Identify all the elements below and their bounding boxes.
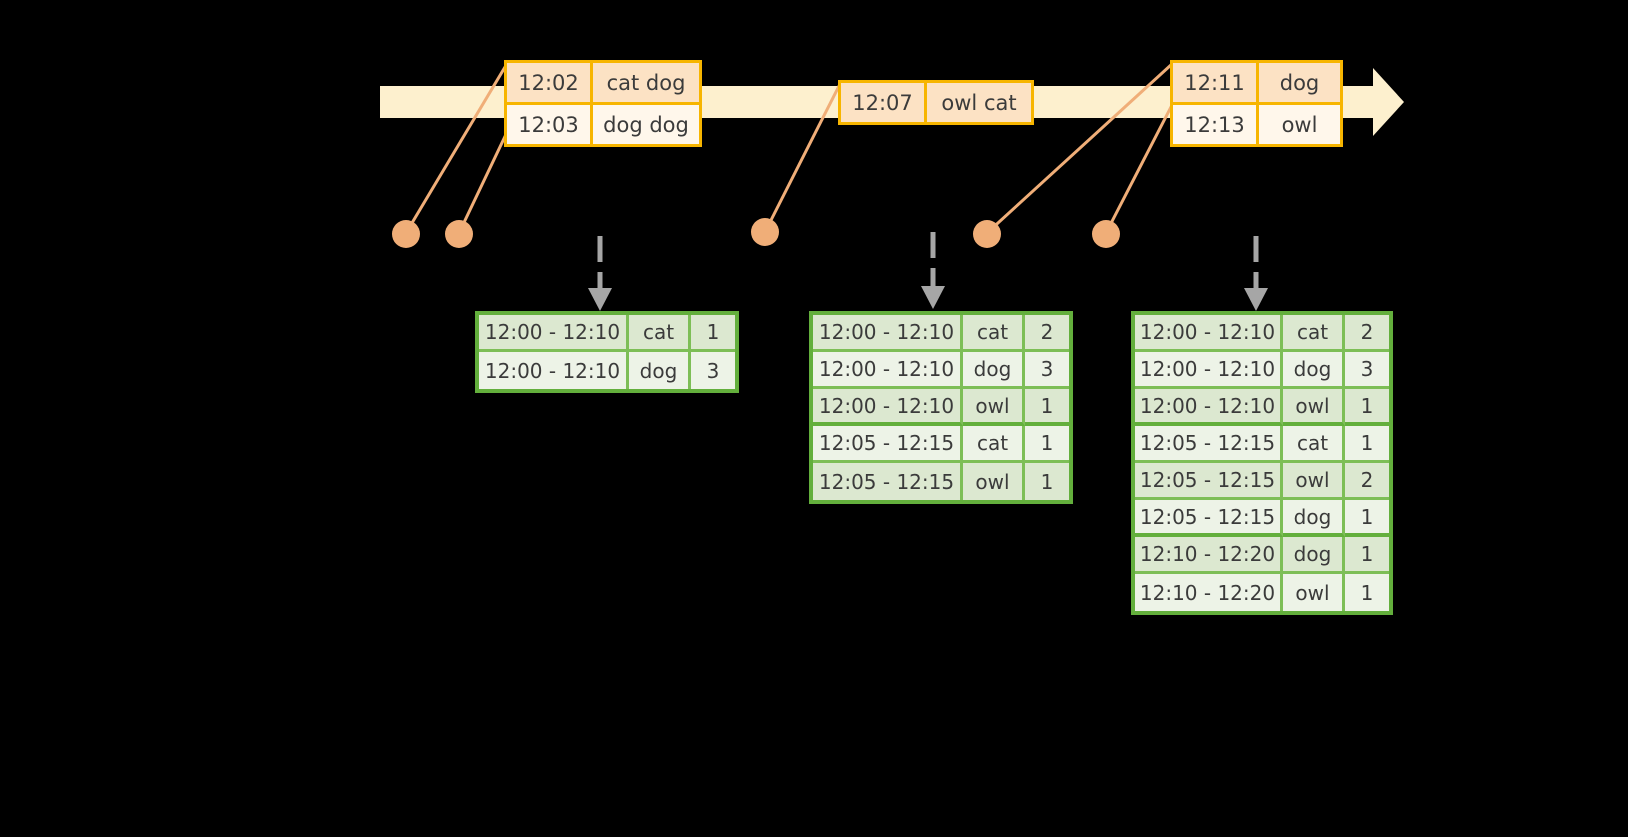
window-cell: 12:05 - 12:15 — [1135, 500, 1283, 537]
count-cell: 1 — [1345, 500, 1389, 537]
event-time: 12:11 — [1173, 63, 1259, 102]
flow-arrow-1 — [588, 236, 612, 311]
event-time: 12:03 — [507, 105, 593, 144]
count-cell: 2 — [1345, 463, 1389, 500]
key-cell: owl — [963, 389, 1025, 426]
table-row[interactable]: 12:00 - 12:10 cat 2 — [813, 315, 1069, 352]
count-cell: 2 — [1025, 315, 1069, 352]
event-value: dog — [1259, 63, 1340, 102]
result-table-3[interactable]: 12:00 - 12:10 cat 2 12:00 - 12:10 dog 3 … — [1131, 311, 1393, 615]
window-cell: 12:00 - 12:10 — [479, 315, 629, 352]
event-time: 12:07 — [841, 83, 927, 122]
key-cell: owl — [1283, 463, 1345, 500]
key-cell: cat — [629, 315, 691, 352]
result-table-2[interactable]: 12:00 - 12:10 cat 2 12:00 - 12:10 dog 3 … — [809, 311, 1073, 504]
key-cell: owl — [963, 463, 1025, 500]
key-cell: cat — [1283, 426, 1345, 463]
event-group-3[interactable]: 12:11 dog 12:13 owl — [1170, 60, 1343, 147]
event-row[interactable]: 12:11 dog — [1173, 63, 1340, 102]
table-row[interactable]: 12:00 - 12:10 dog 3 — [1135, 352, 1389, 389]
event-dot-2 — [445, 220, 473, 248]
table-row[interactable]: 12:00 - 12:10 dog 3 — [479, 352, 735, 389]
key-cell: dog — [1283, 352, 1345, 389]
table-row[interactable]: 12:05 - 12:15 cat 1 — [1135, 426, 1389, 463]
event-value: dog dog — [593, 105, 699, 144]
event-dot-5 — [1092, 220, 1120, 248]
window-cell: 12:10 - 12:20 — [1135, 574, 1283, 611]
leader-line-5 — [1104, 104, 1174, 234]
key-cell: dog — [1283, 500, 1345, 537]
event-dot-4 — [973, 220, 1001, 248]
window-cell: 12:05 - 12:15 — [813, 426, 963, 463]
result-table-1[interactable]: 12:00 - 12:10 cat 1 12:00 - 12:10 dog 3 — [475, 311, 739, 393]
count-cell: 1 — [1025, 463, 1069, 500]
flow-arrow-2 — [921, 232, 945, 309]
table-row[interactable]: 12:00 - 12:10 dog 3 — [813, 352, 1069, 389]
event-dot-3 — [751, 218, 779, 246]
window-cell: 12:00 - 12:10 — [1135, 352, 1283, 389]
window-cell: 12:00 - 12:10 — [813, 389, 963, 426]
event-time: 12:02 — [507, 63, 593, 102]
flow-arrow-3 — [1244, 236, 1268, 311]
event-row[interactable]: 12:02 cat dog — [507, 63, 699, 102]
table-row[interactable]: 12:05 - 12:15 dog 1 — [1135, 500, 1389, 537]
window-cell: 12:05 - 12:15 — [813, 463, 963, 500]
event-row[interactable]: 12:03 dog dog — [507, 102, 699, 144]
table-row[interactable]: 12:00 - 12:10 cat 2 — [1135, 315, 1389, 352]
window-cell: 12:05 - 12:15 — [1135, 426, 1283, 463]
event-value: owl — [1259, 105, 1340, 144]
event-time: 12:13 — [1173, 105, 1259, 144]
key-cell: dog — [629, 352, 691, 389]
leader-line-2 — [457, 127, 511, 234]
window-cell: 12:10 - 12:20 — [1135, 537, 1283, 574]
table-row[interactable]: 12:00 - 12:10 cat 1 — [479, 315, 735, 352]
count-cell: 1 — [1345, 389, 1389, 426]
count-cell: 1 — [691, 315, 735, 352]
event-group-1[interactable]: 12:02 cat dog 12:03 dog dog — [504, 60, 702, 147]
table-row[interactable]: 12:05 - 12:15 owl 2 — [1135, 463, 1389, 500]
count-cell: 1 — [1345, 537, 1389, 574]
key-cell: dog — [1283, 537, 1345, 574]
key-cell: owl — [1283, 574, 1345, 611]
key-cell: cat — [963, 426, 1025, 463]
count-cell: 3 — [691, 352, 735, 389]
table-row[interactable]: 12:10 - 12:20 dog 1 — [1135, 537, 1389, 574]
key-cell: dog — [963, 352, 1025, 389]
event-dot-1 — [392, 220, 420, 248]
event-value: cat dog — [593, 63, 699, 102]
window-cell: 12:00 - 12:10 — [1135, 315, 1283, 352]
count-cell: 1 — [1025, 389, 1069, 426]
event-value: owl cat — [927, 83, 1031, 122]
count-cell: 1 — [1345, 426, 1389, 463]
event-row[interactable]: 12:07 owl cat — [841, 83, 1031, 122]
table-row[interactable]: 12:10 - 12:20 owl 1 — [1135, 574, 1389, 611]
window-cell: 12:00 - 12:10 — [479, 352, 629, 389]
count-cell: 1 — [1025, 426, 1069, 463]
table-row[interactable]: 12:05 - 12:15 cat 1 — [813, 426, 1069, 463]
event-row[interactable]: 12:13 owl — [1173, 102, 1340, 144]
window-cell: 12:00 - 12:10 — [813, 315, 963, 352]
count-cell: 3 — [1025, 352, 1069, 389]
table-row[interactable]: 12:00 - 12:10 owl 1 — [813, 389, 1069, 426]
window-cell: 12:05 - 12:15 — [1135, 463, 1283, 500]
key-cell: cat — [963, 315, 1025, 352]
count-cell: 3 — [1345, 352, 1389, 389]
table-row[interactable]: 12:00 - 12:10 owl 1 — [1135, 389, 1389, 426]
key-cell: cat — [1283, 315, 1345, 352]
count-cell: 2 — [1345, 315, 1389, 352]
key-cell: owl — [1283, 389, 1345, 426]
table-row[interactable]: 12:05 - 12:15 owl 1 — [813, 463, 1069, 500]
count-cell: 1 — [1345, 574, 1389, 611]
event-group-2[interactable]: 12:07 owl cat — [838, 80, 1034, 125]
window-cell: 12:00 - 12:10 — [813, 352, 963, 389]
window-cell: 12:00 - 12:10 — [1135, 389, 1283, 426]
